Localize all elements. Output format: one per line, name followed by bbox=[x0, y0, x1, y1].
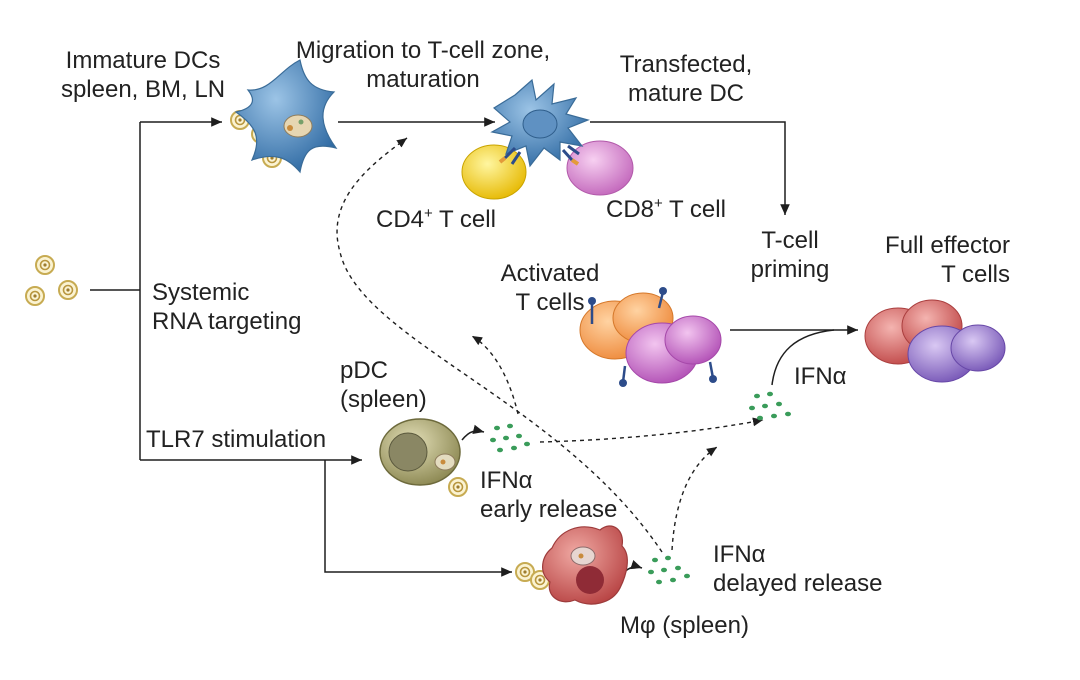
label-t-cell-priming: T-cell priming bbox=[750, 227, 830, 284]
dendritic-cell-icon bbox=[234, 59, 338, 174]
dendritic-cell-icon bbox=[490, 78, 590, 168]
label-transfected: Transfected, mature DC bbox=[619, 51, 753, 108]
label-immature-dcs: Immature DCs spleen, BM, LN bbox=[60, 47, 226, 104]
arrow-to-priming bbox=[590, 121, 790, 215]
dashed-to-activated bbox=[471, 335, 519, 415]
label-ifn-early-release: IFNα early release bbox=[480, 467, 618, 524]
arrow-pdc-squiggle bbox=[461, 424, 485, 441]
arrow-to-macrophage bbox=[324, 460, 512, 577]
t-cell-icon bbox=[461, 140, 634, 200]
label-systemic-rna: Systemic RNA targeting bbox=[152, 279, 302, 336]
label-pdc: pDC (spleen) bbox=[340, 357, 427, 414]
t-cell-icon bbox=[579, 287, 722, 387]
label-full-effector: Full effector T cells bbox=[885, 232, 1010, 289]
ifn-dot-cluster-icon bbox=[749, 391, 791, 421]
macrophage-icon bbox=[542, 525, 628, 605]
label-activated-t-cells: Activated T cells bbox=[500, 260, 600, 317]
arrow-ifn-merge bbox=[771, 329, 835, 386]
ifn-dot-cluster-icon bbox=[490, 423, 530, 453]
label-ifn-alpha: IFNα bbox=[794, 363, 847, 390]
dashed-arrows bbox=[336, 137, 764, 553]
label-migration: Migration to T-cell zone, maturation bbox=[295, 37, 551, 94]
label-macrophage: Mφ (spleen) bbox=[620, 612, 749, 639]
ifn-dot-cluster-icon bbox=[648, 555, 690, 585]
t-cell-icon bbox=[864, 299, 1006, 383]
label-tlr7: TLR7 stimulation bbox=[146, 426, 327, 453]
label-cd8-t-cell: CD8+ T cell bbox=[606, 195, 726, 223]
dashed-delayed-to-ifn bbox=[671, 446, 718, 551]
label-cd4-t-cell: CD4+ T cell bbox=[376, 205, 496, 233]
label-ifn-delayed-release: IFNα delayed release bbox=[713, 541, 883, 598]
pdc-cell-icon bbox=[379, 418, 461, 486]
dashed-early-to-ifn bbox=[539, 417, 764, 443]
